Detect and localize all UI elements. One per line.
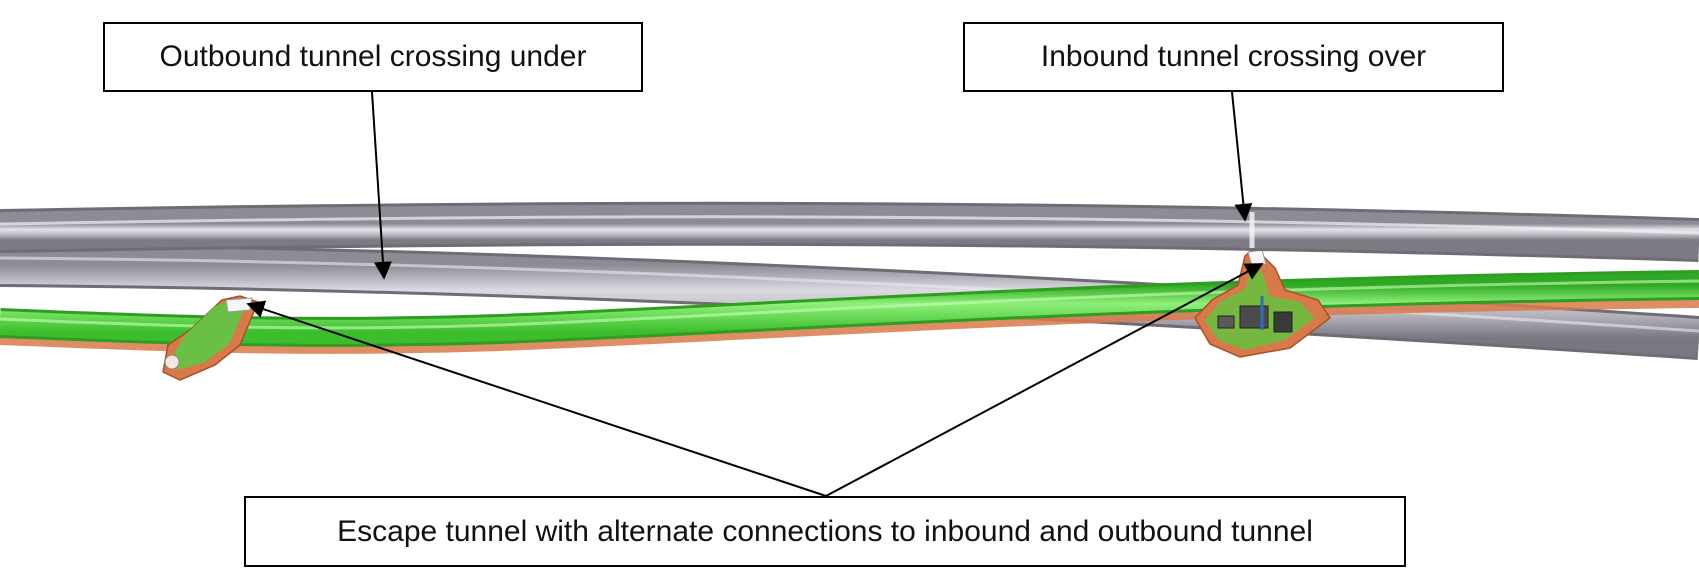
label-escape-tunnel: Escape tunnel with alternate connections… [244, 496, 1406, 567]
label-inbound-tunnel: Inbound tunnel crossing over [963, 22, 1504, 92]
arrow-outbound [371, 91, 392, 280]
left-connection [162, 295, 260, 381]
escape-tunnel [0, 246, 1699, 381]
callout-arrows [246, 91, 1264, 497]
right-connection [1194, 246, 1332, 358]
label-outbound-tunnel: Outbound tunnel crossing under [103, 22, 643, 92]
arrow-escape-left [246, 300, 827, 497]
arrow-inbound [1231, 91, 1253, 222]
arrow-escape-right [825, 263, 1264, 497]
inbound-tunnel [0, 201, 1699, 262]
